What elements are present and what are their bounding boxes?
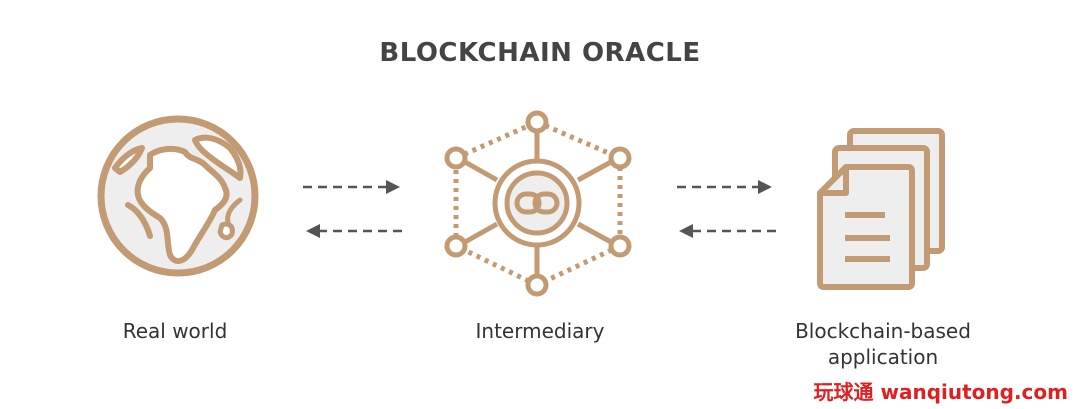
- chain-link-icon: [514, 191, 560, 215]
- arrow-left-right: [679, 224, 776, 238]
- documents-icon: [817, 128, 945, 290]
- globe-icon: [97, 115, 259, 277]
- label-application-line2: application: [827, 345, 939, 369]
- label-application-line1: Blockchain-based: [795, 319, 971, 343]
- arrow-right-left: [303, 180, 400, 194]
- arrow-left-left: [306, 224, 402, 238]
- watermark: 玩球通 wanqiutong.com: [813, 380, 1068, 404]
- label-real-world: Real world: [122, 319, 228, 343]
- diagram-title: BLOCKCHAIN ORACLE: [379, 38, 701, 68]
- label-blockchain-application: Blockchain-based application: [753, 318, 1013, 370]
- arrow-right-right: [677, 180, 772, 194]
- label-intermediary: Intermediary: [475, 319, 605, 343]
- network-hub-icon: [444, 110, 632, 297]
